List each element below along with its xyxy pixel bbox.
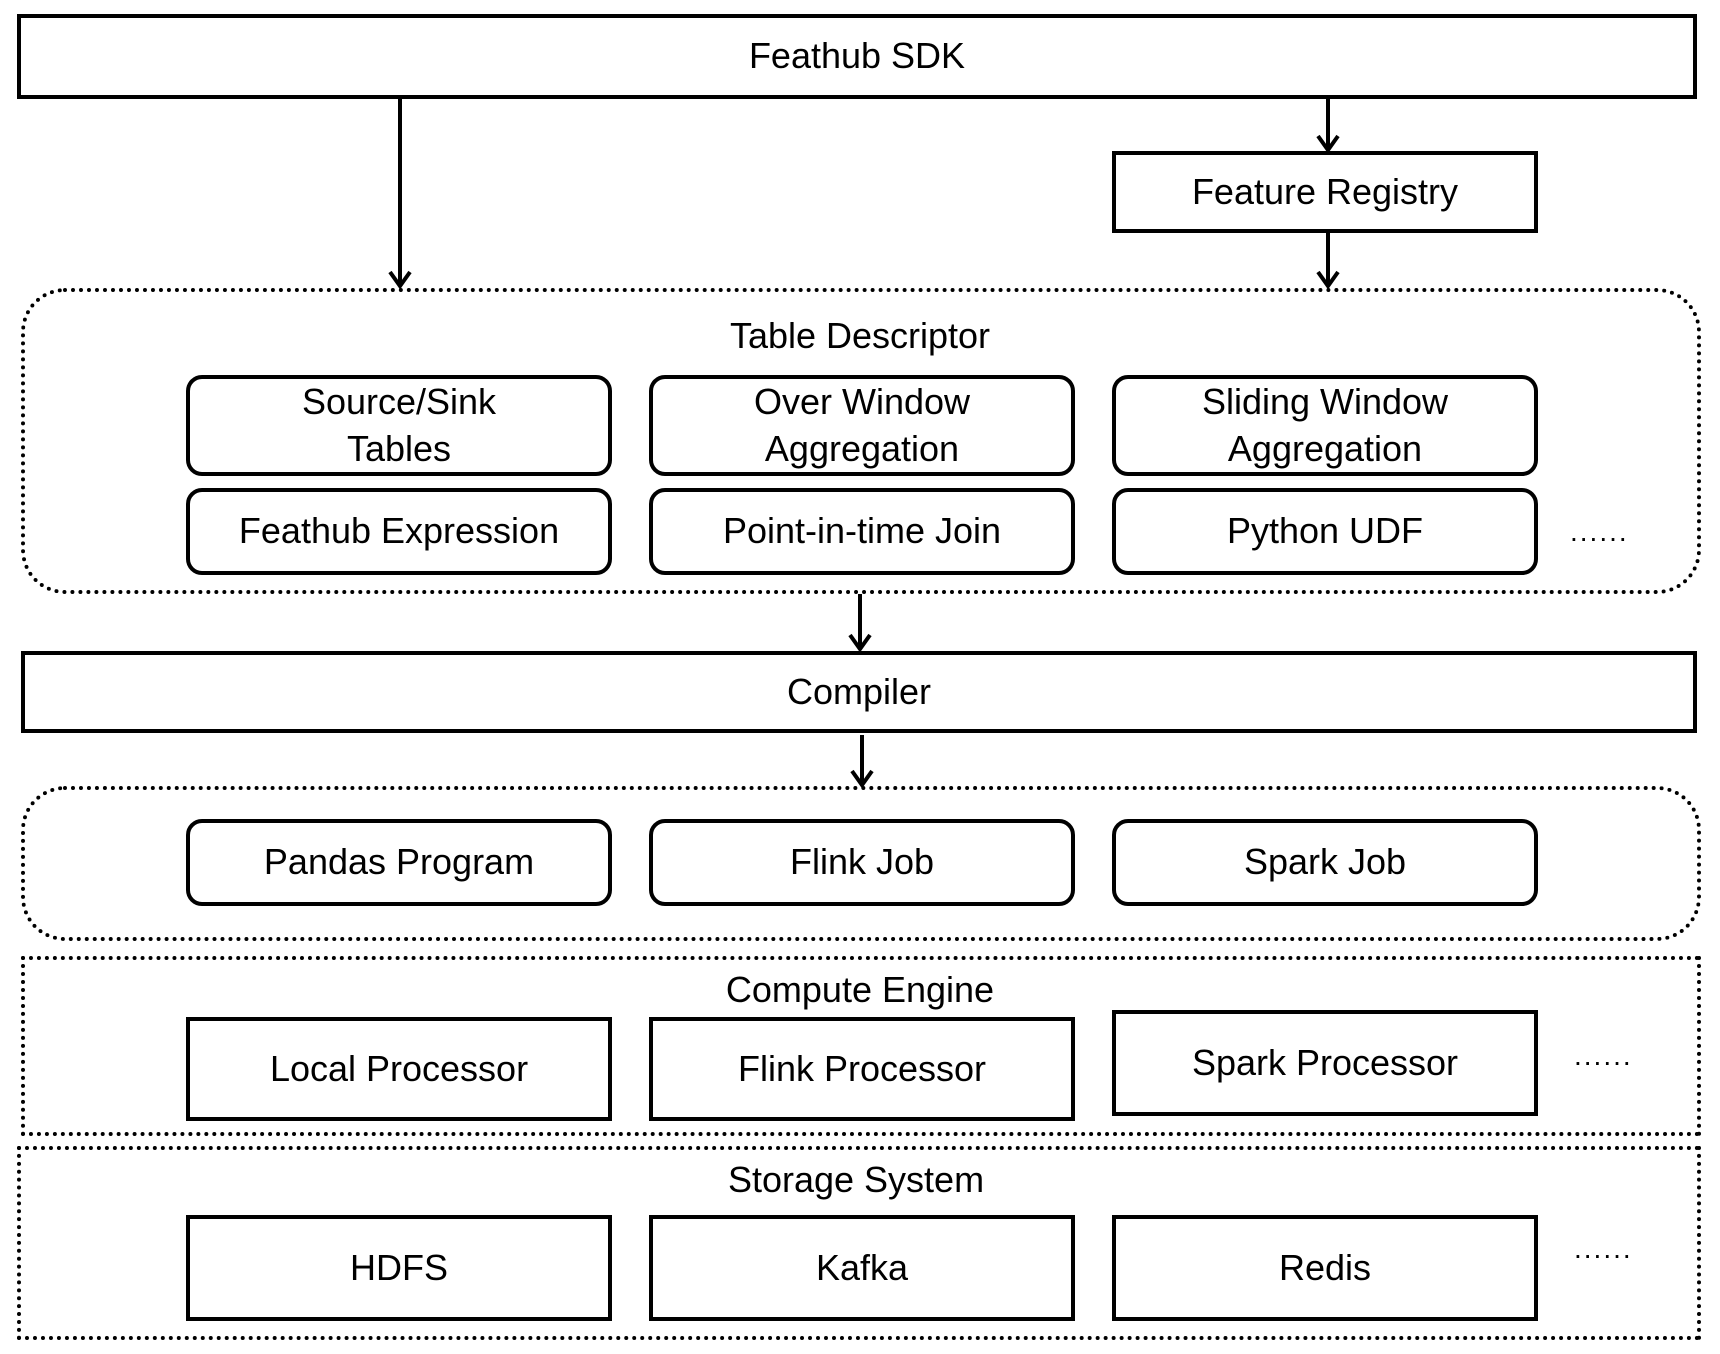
storage-label: Kafka [815, 1246, 909, 1288]
storage-hdfs: HDFS [186, 1215, 612, 1321]
td-item-label: Feathub Expression [238, 510, 560, 552]
engine-label: Flink Processor [737, 1047, 987, 1089]
td-item-point-in-time-join: Point-in-time Join [649, 488, 1075, 575]
job-spark-job: Spark Job [1112, 819, 1538, 906]
job-flink-job: Flink Job [649, 819, 1075, 906]
storage-more-ellipsis: ...... [1574, 1233, 1633, 1264]
td-item-feathub-expression: Feathub Expression [186, 488, 612, 575]
feature-registry-label: Feature Registry [1191, 170, 1459, 212]
compute-engine-container [21, 956, 1701, 1136]
job-label: Pandas Program [263, 841, 535, 883]
td-item-label: Sliding Window Aggregation [1201, 381, 1449, 469]
td-item-label: Over Window Aggregation [753, 381, 971, 469]
storage-label: Redis [1278, 1246, 1372, 1288]
feathub-sdk-label: Feathub SDK [748, 35, 966, 77]
td-item-label: Source/Sink Tables [301, 381, 497, 469]
td-item-source-sink-tables: Source/Sink Tables [186, 375, 612, 476]
storage-redis: Redis [1112, 1215, 1538, 1321]
td-item-over-window-aggregation: Over Window Aggregation [649, 375, 1075, 476]
storage-system-title: Storage System [727, 1159, 985, 1200]
td-item-label: Python UDF [1226, 510, 1424, 552]
engine-flink-processor: Flink Processor [649, 1017, 1075, 1121]
job-label: Flink Job [789, 841, 935, 883]
compiler-box: Compiler [21, 651, 1697, 733]
storage-system-container [17, 1146, 1701, 1340]
td-item-python-udf: Python UDF [1112, 488, 1538, 575]
td-item-sliding-window-aggregation: Sliding Window Aggregation [1112, 375, 1538, 476]
feature-registry-box: Feature Registry [1112, 151, 1538, 233]
engine-local-processor: Local Processor [186, 1017, 612, 1121]
compute-engine-title: Compute Engine [725, 969, 995, 1010]
table-descriptor-container [21, 288, 1701, 594]
jobs-container [21, 786, 1701, 941]
compiler-label: Compiler [786, 670, 932, 712]
storage-kafka: Kafka [649, 1215, 1075, 1321]
engine-spark-processor: Spark Processor [1112, 1010, 1538, 1116]
engine-label: Local Processor [269, 1047, 529, 1089]
table-descriptor-title: Table Descriptor [729, 315, 991, 356]
engine-label: Spark Processor [1191, 1041, 1459, 1083]
td-item-label: Point-in-time Join [722, 510, 1002, 552]
job-pandas-program: Pandas Program [186, 819, 612, 906]
job-label: Spark Job [1243, 841, 1407, 883]
engine-more-ellipsis: ...... [1574, 1040, 1633, 1071]
storage-label: HDFS [350, 1246, 448, 1288]
td-more-ellipsis: ...... [1570, 516, 1629, 547]
feathub-sdk-box: Feathub SDK [17, 14, 1697, 99]
